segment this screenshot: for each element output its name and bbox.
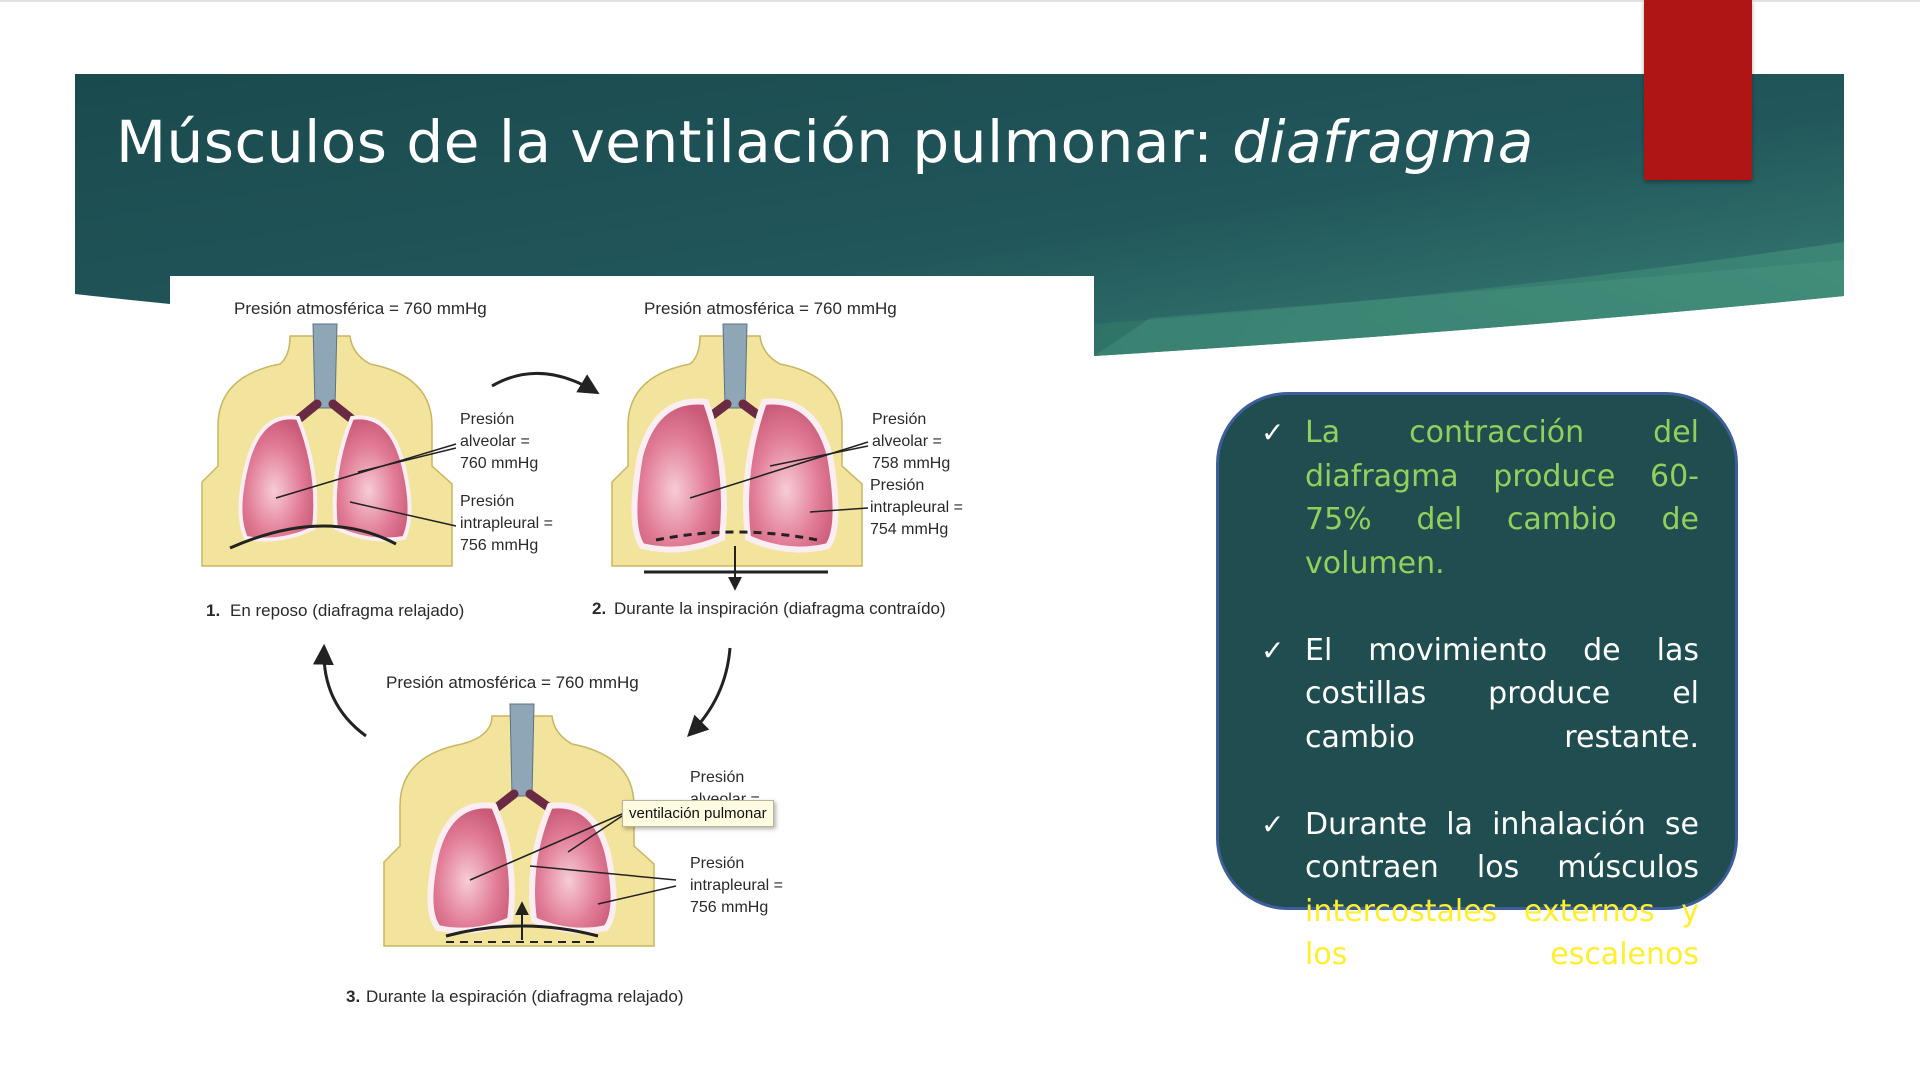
title-italic: diafragma bbox=[1232, 108, 1534, 176]
bullet-2-text: El movimiento de las costillas produce e… bbox=[1305, 632, 1699, 755]
check-icon: ✓ bbox=[1261, 807, 1285, 841]
panel-3-caption: Durante la espiración (diafragma relajad… bbox=[366, 987, 684, 1006]
lung-ventilation-diagram: Presión atmosférica = 760 mmHg Presión a… bbox=[170, 276, 1094, 1026]
panel-1-alv-1: Presión bbox=[460, 411, 514, 428]
accent-red-tab bbox=[1644, 0, 1752, 180]
arrow-1-to-2 bbox=[491, 371, 600, 395]
panel-2-alv-3: 758 mmHg bbox=[872, 455, 950, 472]
bullet-2: ✓ El movimiento de las costillas produce … bbox=[1261, 629, 1699, 803]
bullet-3: ✓ Durante la inhalación se contraen los m… bbox=[1261, 803, 1699, 1021]
check-icon: ✓ bbox=[1261, 633, 1285, 667]
panel-1-trachea bbox=[312, 323, 338, 409]
panel-2-diaphragm bbox=[655, 530, 819, 542]
panel-1-right-lung bbox=[332, 415, 412, 542]
panel-2-intra-1: Presión bbox=[870, 477, 924, 494]
bullet-1-text: La contracción del diafragma produce 60-… bbox=[1305, 415, 1699, 581]
panel-2-caption: Durante la inspiración (diafragma contra… bbox=[614, 599, 946, 618]
slide-title: Músculos de la ventilación pulmonar: dia… bbox=[116, 108, 1534, 176]
panel-2-trachea bbox=[722, 323, 748, 409]
panel-3-intra-2: intrapleural = bbox=[690, 877, 783, 894]
panel-2-alv-2: alveolar = bbox=[872, 433, 942, 450]
panel-3-expiration: Presión atmosférica = 760 mmHg Presión a… bbox=[346, 673, 783, 1006]
panel-2-intra-2: intrapleural = bbox=[870, 499, 963, 516]
arrow-3-to-1 bbox=[312, 643, 367, 738]
panel-1-intra-2: intrapleural = bbox=[460, 515, 553, 532]
panel-1-caption-num: 1. bbox=[206, 601, 220, 620]
arrow-2-to-3 bbox=[687, 647, 732, 737]
panel-1-caption: En reposo (diafragma relajado) bbox=[230, 601, 464, 620]
panel-3-caption-num: 3. bbox=[346, 987, 360, 1006]
info-callout: ✓ La contracción del diafragma produce 60… bbox=[1216, 392, 1738, 972]
panel-1-rest: Presión atmosférica = 760 mmHg Presión a… bbox=[201, 299, 553, 620]
bullet-3-text: Durante la inhalación se contraen los mú… bbox=[1305, 806, 1699, 886]
panel-2-alv-1: Presión bbox=[872, 411, 926, 428]
panel-1-intra-3: 756 mmHg bbox=[460, 537, 538, 554]
panel-1-alv-3: 760 mmHg bbox=[460, 455, 538, 472]
title-main: Músculos de la ventilación pulmonar: bbox=[116, 108, 1233, 176]
panel-2-caption-num: 2. bbox=[592, 599, 606, 618]
panel-1-alv-2: alveolar = bbox=[460, 433, 530, 450]
panel-3-left-lung bbox=[427, 802, 515, 934]
diagram-svg: Presión atmosférica = 760 mmHg Presión a… bbox=[201, 299, 963, 1006]
panel-3-trachea bbox=[509, 703, 535, 797]
panel-1-atm-label: Presión atmosférica = 760 mmHg bbox=[234, 299, 487, 318]
bullet-1: ✓ La contracción del diafragma produce 60… bbox=[1261, 411, 1699, 629]
panel-1-diaphragm bbox=[229, 524, 397, 550]
ventilacion-tooltip: ventilación pulmonar bbox=[622, 800, 774, 827]
panel-3-alv-1: Presión bbox=[690, 769, 744, 786]
bullet-3-highlight: intercostales externos y los escalenos bbox=[1305, 893, 1699, 973]
panel-3-intra-3: 756 mmHg bbox=[690, 899, 768, 916]
panel-1-intra-1: Presión bbox=[460, 493, 514, 510]
check-icon: ✓ bbox=[1261, 416, 1285, 449]
panel-2-atm-label: Presión atmosférica = 760 mmHg bbox=[644, 299, 897, 318]
panel-2-intra-3: 754 mmHg bbox=[870, 521, 948, 538]
panel-2-inspiration: Presión atmosférica = 760 mmHg Presión a… bbox=[592, 299, 963, 618]
panel-3-atm-label: Presión atmosférica = 760 mmHg bbox=[386, 673, 639, 692]
panel-3-intra-1: Presión bbox=[690, 855, 744, 872]
bullet-list: ✓ La contracción del diafragma produce 60… bbox=[1261, 411, 1699, 1021]
